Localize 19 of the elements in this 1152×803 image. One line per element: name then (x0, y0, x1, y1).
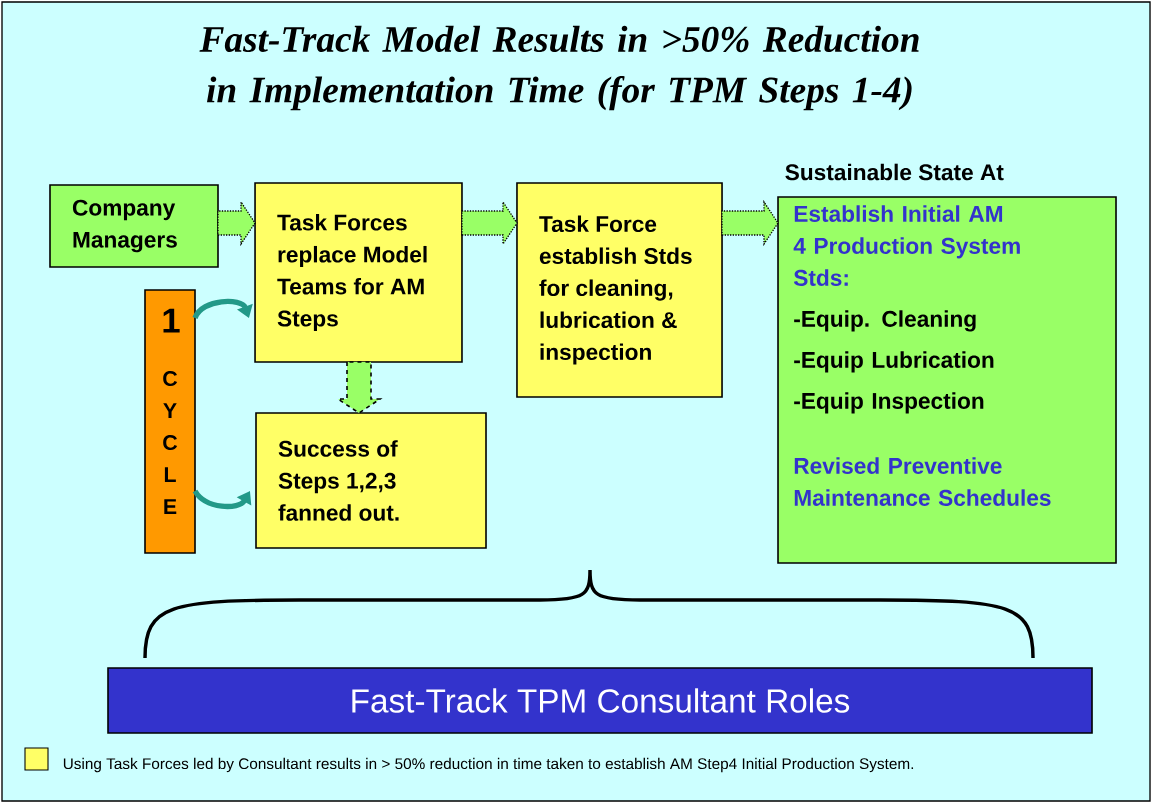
list-item: -Equip. Cleaning (794, 310, 976, 332)
process-box: Task Force establish Stds for cleaning, lubrication & inspection (516, 182, 723, 398)
box-text: Establish Initial AM 4 Production System Stds: (793, 205, 1020, 286)
legend-text: Using Task Forces led by Consultant results in > 50% reduction in time taken to establish AM Step4 Initial Production System. (63, 757, 914, 773)
process-box: Company Managers (49, 184, 219, 268)
title: Fast-Track Model Results in >50% Reduction in Implementation Time (for TPM Steps 1-4) (199, 25, 919, 111)
list-item: -Equip Inspection (794, 392, 984, 414)
banner-box: Fast-Track TPM Consultant Roles (107, 667, 1093, 734)
list-item: -Equip Lubrication (794, 351, 994, 373)
block-arrow (721, 199, 779, 247)
block-arrow (461, 199, 518, 247)
box-text: Revised Preventive Maintenance Schedules (794, 457, 1051, 506)
cycle-bar: 1 C Y C L E (144, 289, 196, 554)
curved-arrow (192, 298, 253, 320)
curved-arrow (192, 489, 252, 510)
block-arrow (217, 199, 256, 247)
process-box: Success of Steps 1,2,3 fanned out. (255, 412, 487, 549)
box-heading: Sustainable State At (785, 163, 1004, 181)
process-box: Task Forces replace Model Teams for AM Steps (254, 182, 463, 363)
